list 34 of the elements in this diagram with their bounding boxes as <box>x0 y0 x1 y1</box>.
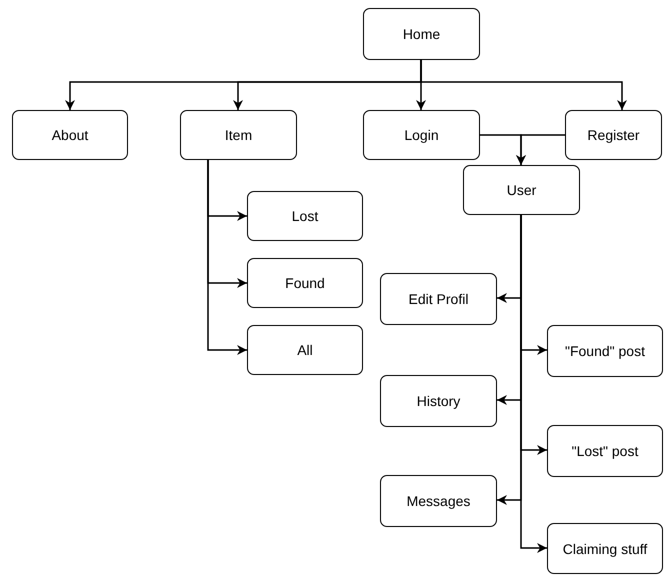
page-label: Claiming stuff <box>562 540 648 556</box>
page-label: Lost <box>292 208 318 224</box>
page-box <box>363 8 480 60</box>
arrow <box>516 134 565 165</box>
page-box <box>12 110 128 160</box>
page-label: Found <box>285 275 325 291</box>
page-box <box>547 523 663 574</box>
page-box <box>547 325 663 377</box>
page-label: Login <box>404 127 439 143</box>
page-box <box>247 258 363 308</box>
page-label: "Lost" post <box>572 443 638 459</box>
page-label: Register <box>587 127 640 143</box>
arrow <box>207 160 247 355</box>
arrow <box>520 215 547 553</box>
page-label: Edit Profil <box>408 291 468 307</box>
page-label: User <box>506 182 536 198</box>
page-label: History <box>416 393 460 409</box>
page-box <box>463 165 580 215</box>
page-box <box>380 273 497 325</box>
page-label: About <box>52 127 88 143</box>
page-label: All <box>297 342 313 358</box>
page-box <box>565 110 662 160</box>
page-label: "Found" post <box>565 343 645 359</box>
page-box <box>547 425 663 477</box>
page-box <box>247 325 363 375</box>
page-box <box>380 475 497 527</box>
page-label: Item <box>224 127 252 143</box>
page-box <box>380 375 497 427</box>
arrow <box>420 60 627 110</box>
page-label: Messages <box>406 493 470 509</box>
page-label: Home <box>402 26 440 42</box>
page-box <box>247 191 363 241</box>
page-box <box>363 110 480 160</box>
page-box <box>180 110 297 160</box>
